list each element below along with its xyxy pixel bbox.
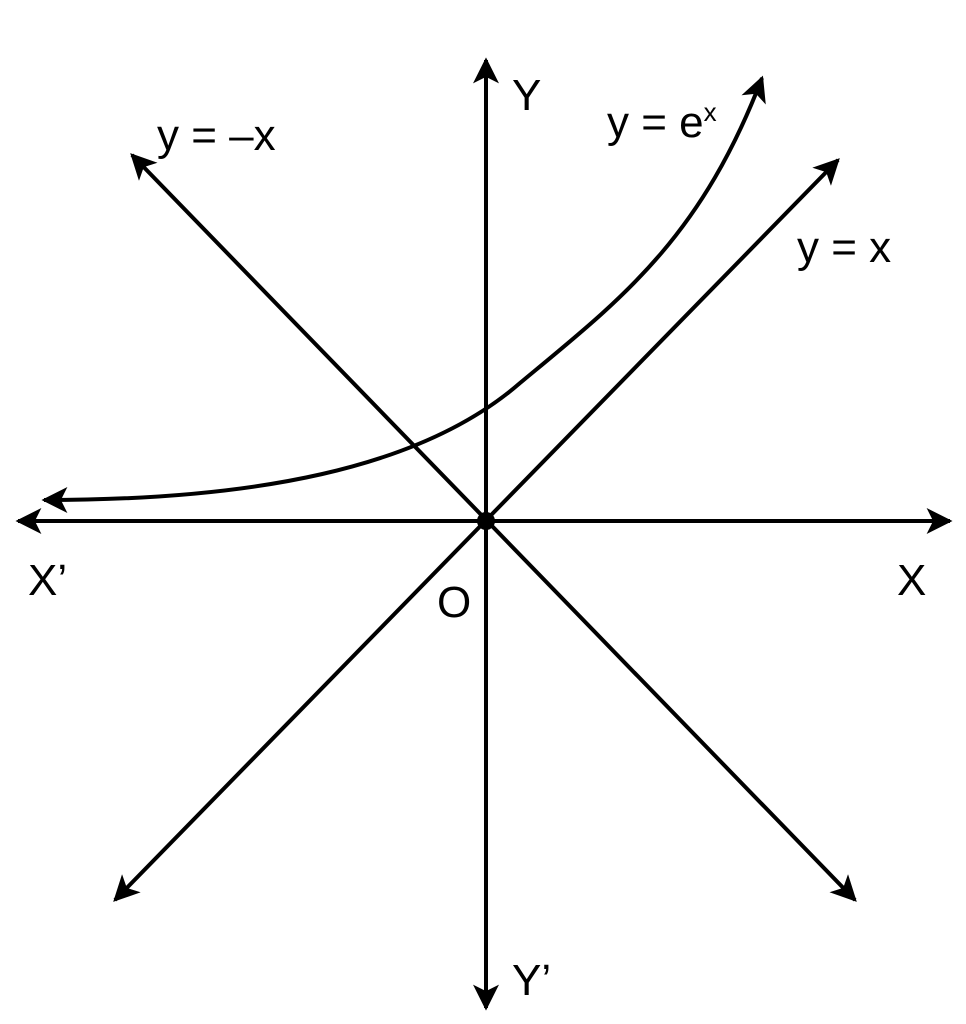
origin-point	[477, 512, 495, 530]
line-y-equals-x	[113, 158, 840, 902]
label-exp-power: x	[704, 97, 717, 127]
x-axis-label: X	[897, 556, 926, 605]
origin-label: O	[437, 578, 471, 627]
label-exp-base: y = e	[607, 98, 704, 147]
x-prime-axis-label: X’	[28, 556, 67, 605]
label-y-equals-neg-x: y = –x	[157, 111, 276, 160]
label-y-equals-exp-x: y = ex	[607, 97, 717, 147]
line-y-equals-neg-x	[130, 153, 857, 902]
y-prime-axis-label: Y’	[512, 956, 551, 1005]
curve-y-equals-exp-x	[41, 75, 766, 513]
label-y-equals-x: y = x	[797, 223, 891, 272]
y-axis-label: Y	[512, 71, 541, 120]
